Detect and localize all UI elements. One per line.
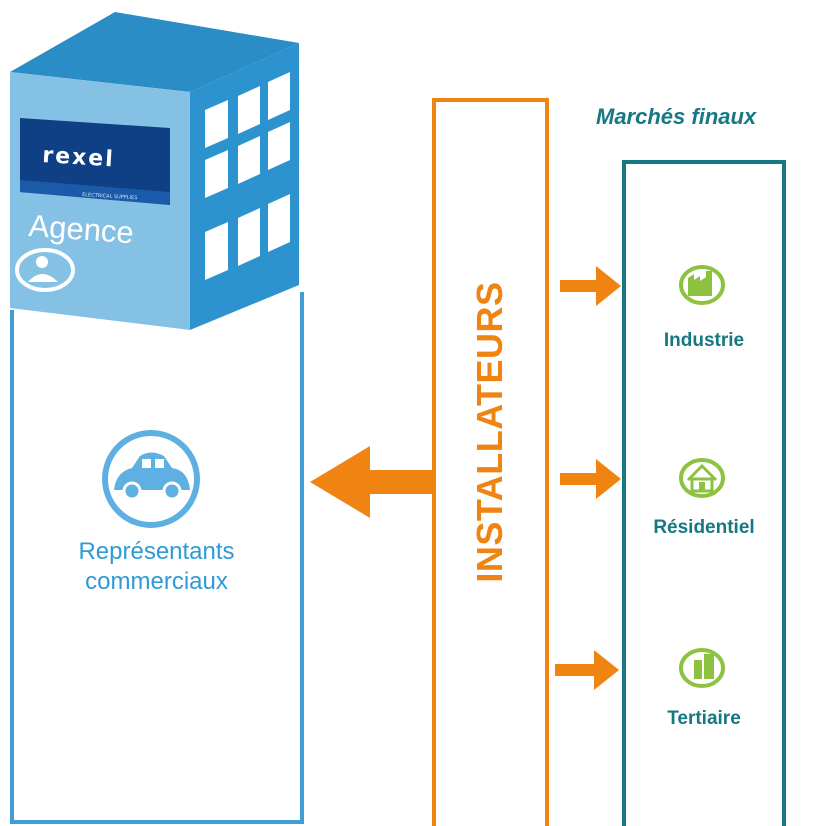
agency-building: rexel ELECTRICAL SUPPLIES	[10, 12, 299, 330]
markets-box	[622, 160, 786, 826]
market-label-tertiaire: Tertiaire	[667, 708, 741, 729]
rexel-logo: rexel ELECTRICAL SUPPLIES	[20, 118, 170, 205]
installers-label: INSTALLATEURS	[469, 281, 510, 583]
rexel-logo-text: rexel	[42, 143, 116, 172]
market-label-residentiel: Résidentiel	[653, 517, 755, 538]
agency-column	[10, 292, 304, 824]
market-label-industrie: Industrie	[663, 330, 745, 351]
sales-reps-label: Représentants commerciaux	[78, 538, 235, 595]
house-icon	[679, 458, 725, 498]
car-icon	[102, 430, 200, 528]
building-top-face	[10, 12, 299, 92]
arrow-to-residentiel	[560, 459, 621, 499]
office-building-icon	[679, 648, 725, 688]
person-icon	[15, 248, 75, 292]
agency-column-outline	[10, 292, 304, 824]
factory-icon	[679, 265, 725, 305]
markets-title: Marchés finaux	[596, 104, 757, 129]
arrow-installers-to-agency	[310, 446, 434, 518]
installers-box	[432, 98, 549, 826]
agency-label: Agence	[27, 208, 135, 251]
rexel-logo-tagline: ELECTRICAL SUPPLIES	[82, 192, 138, 201]
building-windows	[205, 72, 290, 280]
arrow-to-industrie	[560, 266, 621, 306]
arrow-to-tertiaire	[555, 650, 619, 690]
